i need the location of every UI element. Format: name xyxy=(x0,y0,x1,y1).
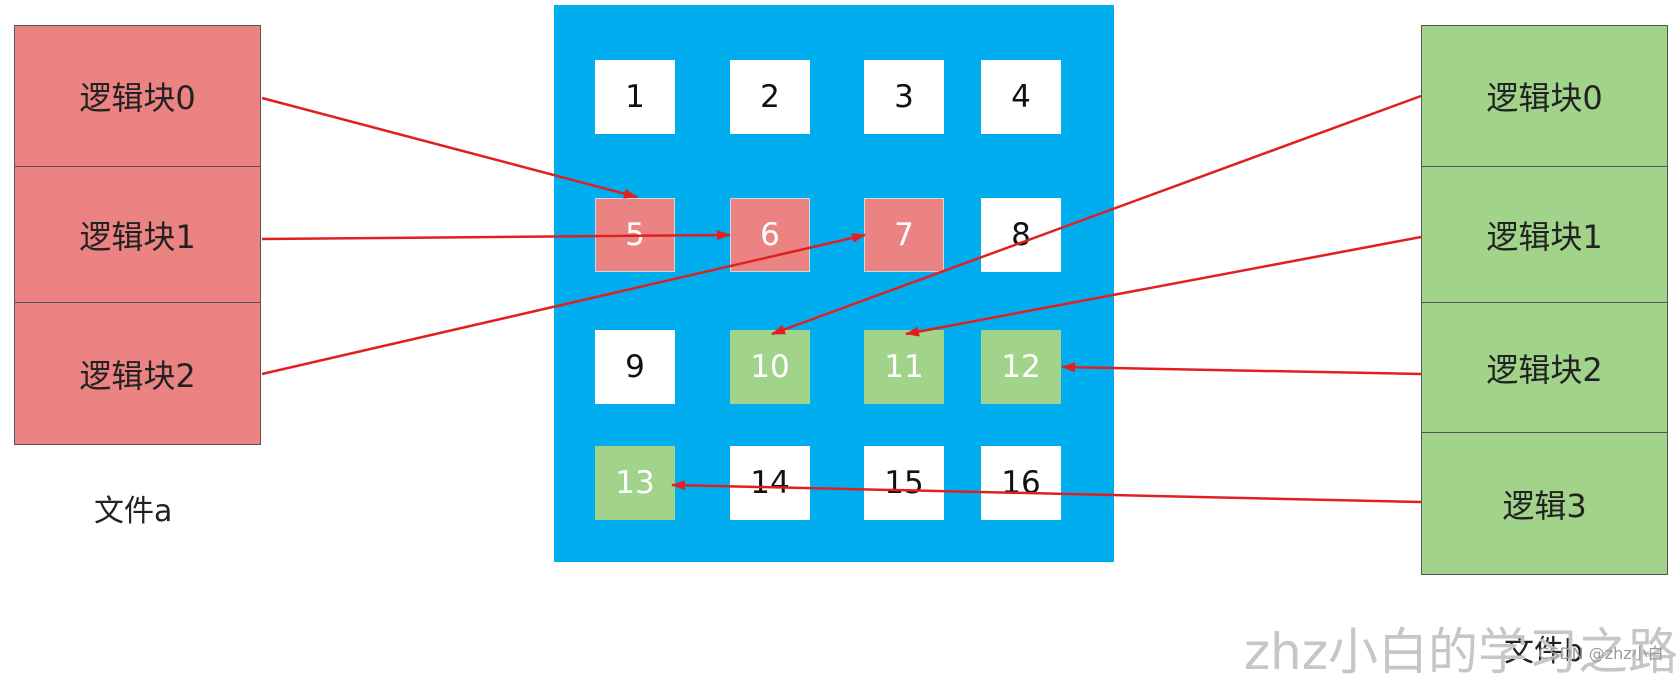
arrow-a0-to-5 xyxy=(261,96,638,199)
disk-cell-3: 3 xyxy=(864,60,944,134)
arrow-a1-to-6 xyxy=(261,230,731,241)
file-a-block-2: 逻辑块2 xyxy=(14,302,261,445)
file-b-block-3: 逻辑3 xyxy=(1421,432,1668,575)
disk-cell-4: 4 xyxy=(981,60,1061,134)
disk-cell-13: 13 xyxy=(595,446,675,520)
disk-cell-6: 6 xyxy=(730,198,810,272)
disk-cell-12: 12 xyxy=(981,330,1061,404)
arrow-b0-to-10 xyxy=(771,94,1422,336)
disk-block-grid: 1 2 3 4 5 6 7 8 9 10 11 12 13 14 15 16 xyxy=(554,5,1114,562)
csdn-watermark: CSDN @zhz小白 xyxy=(1538,644,1664,663)
file-b-block-0: 逻辑块0 xyxy=(1421,25,1668,167)
file-b-block-2: 逻辑块2 xyxy=(1421,302,1668,433)
file-b-label: 文件b xyxy=(1504,634,1584,669)
disk-cell-15: 15 xyxy=(864,446,944,520)
arrow-b2-to-12 xyxy=(1061,362,1422,376)
disk-cell-11: 11 xyxy=(864,330,944,404)
disk-cell-14: 14 xyxy=(730,446,810,520)
disk-cell-7: 7 xyxy=(864,198,944,272)
disk-cell-9: 9 xyxy=(595,330,675,404)
arrow-b1-to-11 xyxy=(905,235,1422,337)
arrow-a2-to-7 xyxy=(261,233,866,376)
disk-cell-2: 2 xyxy=(730,60,810,134)
disk-cell-16: 16 xyxy=(981,446,1061,520)
disk-cell-10: 10 xyxy=(730,330,810,404)
file-b-block-1: 逻辑块1 xyxy=(1421,166,1668,303)
file-a-block-0: 逻辑块0 xyxy=(14,25,261,167)
arrow-b3-to-13 xyxy=(671,480,1422,504)
file-a-label: 文件a xyxy=(94,494,173,529)
disk-cell-1: 1 xyxy=(595,60,675,134)
mapping-arrows xyxy=(261,94,1422,504)
